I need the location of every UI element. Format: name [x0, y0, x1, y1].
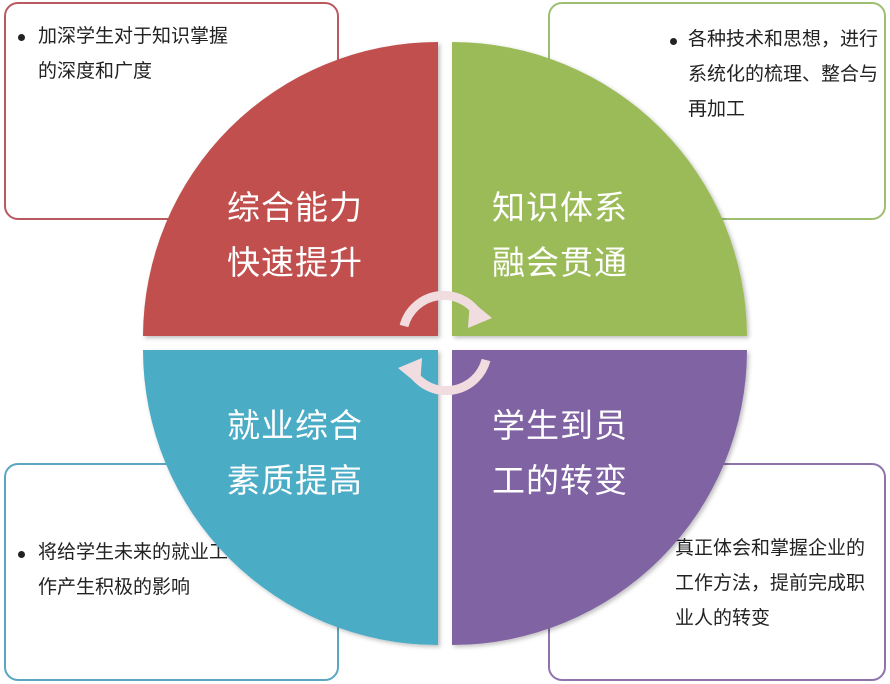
bullet-icon — [18, 34, 25, 41]
quadrant-label-top-left: 综合能力 快速提升 — [195, 180, 395, 290]
quadrant-top-right — [452, 42, 747, 336]
note-text-bottom-left: 将给学生未来的就业工作产生积极的影响 — [38, 541, 229, 598]
label-line: 学生到员 — [492, 406, 628, 445]
label-line: 工的转变 — [492, 461, 628, 500]
quadrant-label-bottom-right: 学生到员 工的转变 — [460, 398, 660, 508]
bullet-icon — [18, 551, 25, 558]
label-line: 知识体系 — [492, 188, 628, 227]
note-text-bottom-right: 真正体会和掌握企业的工作方法，提前完成职业人的转变 — [675, 537, 866, 629]
label-line: 综合能力 — [227, 188, 363, 227]
label-line: 快速提升 — [227, 243, 363, 282]
quadrant-top-left — [143, 42, 438, 336]
label-line: 就业综合 — [227, 406, 363, 445]
quadrant-bottom-right — [452, 350, 747, 645]
note-text-top-right: 各种技术和思想，进行系统化的梳理、整合与再加工 — [688, 28, 879, 120]
cycle-arrows-icon — [398, 290, 492, 396]
label-line: 融会贯通 — [492, 243, 628, 282]
note-text-top-left: 加深学生对于知识掌握的深度和广度 — [38, 25, 229, 82]
quadrant-bottom-left — [143, 350, 438, 645]
quadrant-label-top-right: 知识体系 融会贯通 — [460, 180, 660, 290]
label-line: 素质提高 — [227, 461, 363, 500]
quadrant-label-bottom-left: 就业综合 素质提高 — [195, 398, 395, 508]
bullet-icon — [670, 38, 677, 45]
